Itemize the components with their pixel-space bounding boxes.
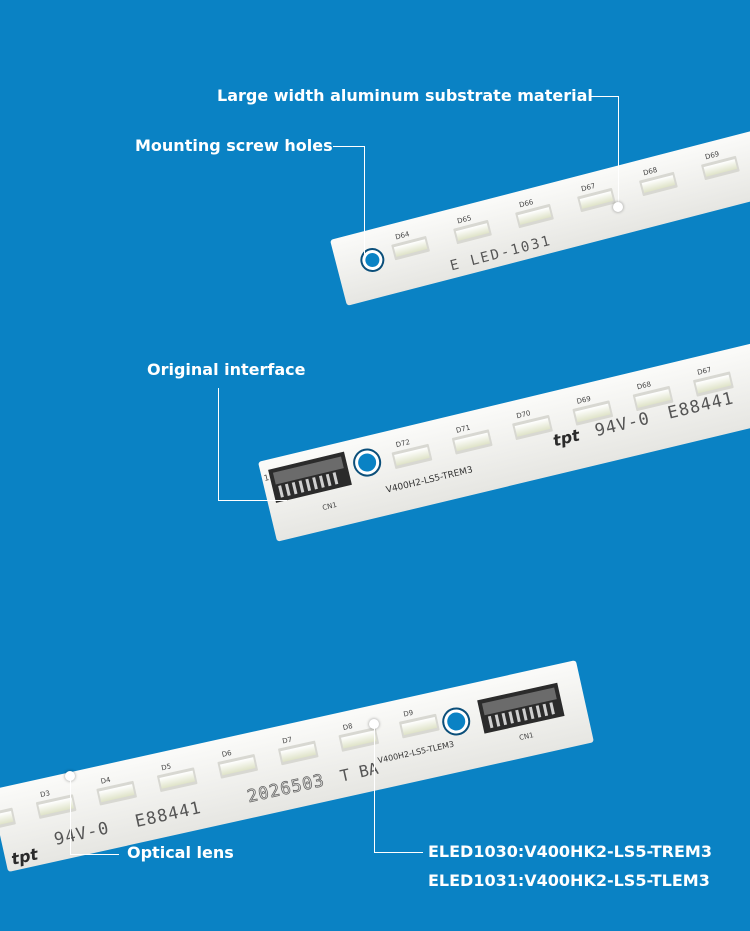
optical-lens [393,239,428,257]
led-module: D69 [701,150,740,180]
strip-body [0,660,594,872]
led-module: D70 [512,409,553,440]
led-designator: D9 [403,709,414,719]
callout-screw-holes: Mounting screw holes [135,136,333,155]
leader-lens [70,780,119,855]
led-module: D72 [391,438,433,469]
led-designator: D70 [516,409,532,420]
callout-interface: Original interface [147,360,306,379]
optical-lens [641,175,676,193]
optical-lens [703,159,738,177]
pointer-model [369,719,379,729]
led-module: D64 [391,230,430,261]
led-designator: D4 [100,776,112,786]
screw-hole [442,707,471,736]
led-module: D4 [96,776,137,806]
optical-lens [514,418,551,437]
pointer-lens [65,771,75,781]
led-designator: D8 [342,722,353,732]
led-strip-top: E LED-1031 D64D65D66D67D68D69D70 [330,120,750,306]
led-designator: D72 [395,438,411,449]
optical-lens [98,784,135,803]
optical-lens [455,223,490,241]
led-module: D8 [338,722,380,752]
led-strip-bottom: tpt 94V-0 E88441 2026503 T BA V400H2-LS5… [0,660,594,872]
led-designator: D66 [518,198,534,209]
optical-lens [341,730,377,749]
leader-substrate [590,96,619,207]
optical-lens [517,207,552,225]
connector [268,451,352,503]
strip-body [258,341,750,542]
led-module: D5 [157,762,198,792]
led-designator: D67 [580,182,596,193]
led-module: D3 [35,789,77,819]
leader-model [374,728,423,853]
optical-lens [454,432,491,452]
callout-lens: Optical lens [127,843,234,862]
leader-screw-holes [333,146,365,255]
led-module: D9 [399,709,440,739]
screw-hole [360,248,385,273]
led-designator: D67 [696,366,712,377]
leader-interface [218,388,287,501]
led-module: D68 [632,380,674,412]
optical-lens [579,191,614,209]
callout-substrate: Large width aluminum substrate material [217,86,593,105]
callout-model-1030: ELED1030:V400HK2-LS5-TREM3 [428,842,712,861]
strip-body [330,120,750,306]
led-designator: D3 [39,789,50,799]
optical-lens [38,797,74,816]
led-strip-middle: 1 CN1 V400H2-LS5-TREM3 tpt 94V-0 E88441 … [258,341,750,542]
led-designator: D68 [642,166,658,177]
led-designator: D64 [394,230,410,241]
screw-hole [353,448,382,477]
led-module: D68 [639,166,678,197]
led-designator: D5 [161,762,172,772]
led-module: D67 [693,366,734,397]
optical-lens [159,770,196,789]
led-designator: D68 [636,380,652,391]
optical-lens [280,743,317,762]
led-designator: D65 [456,214,472,225]
led-module: D67 [577,182,616,213]
led-module: D69 [572,395,614,426]
optical-lens [574,403,611,423]
led-designator: D6 [221,749,233,759]
led-designator: D69 [704,150,720,161]
led-module: D2 [0,807,16,833]
led-module: D71 [451,424,493,455]
led-designator: D69 [576,395,592,406]
optical-lens [695,374,732,394]
optical-lens [394,447,430,466]
optical-lens [401,717,438,736]
led-module: D66 [515,198,554,229]
led-module: D7 [278,736,319,766]
optical-lens [219,757,256,776]
optical-lens [0,810,14,830]
led-module: D6 [217,749,258,779]
led-designator: D7 [282,736,293,746]
connector [477,682,565,734]
connector-label: CN1 [518,731,534,742]
connector-pin-label: 1 [263,473,270,483]
callout-model-1031: ELED1031:V400HK2-LS5-TLEM3 [428,871,710,890]
led-designator: D71 [455,424,471,435]
pointer-substrate [613,202,623,212]
optical-lens [635,389,671,408]
connector-label: CN1 [322,501,338,512]
led-module: D65 [453,214,492,245]
